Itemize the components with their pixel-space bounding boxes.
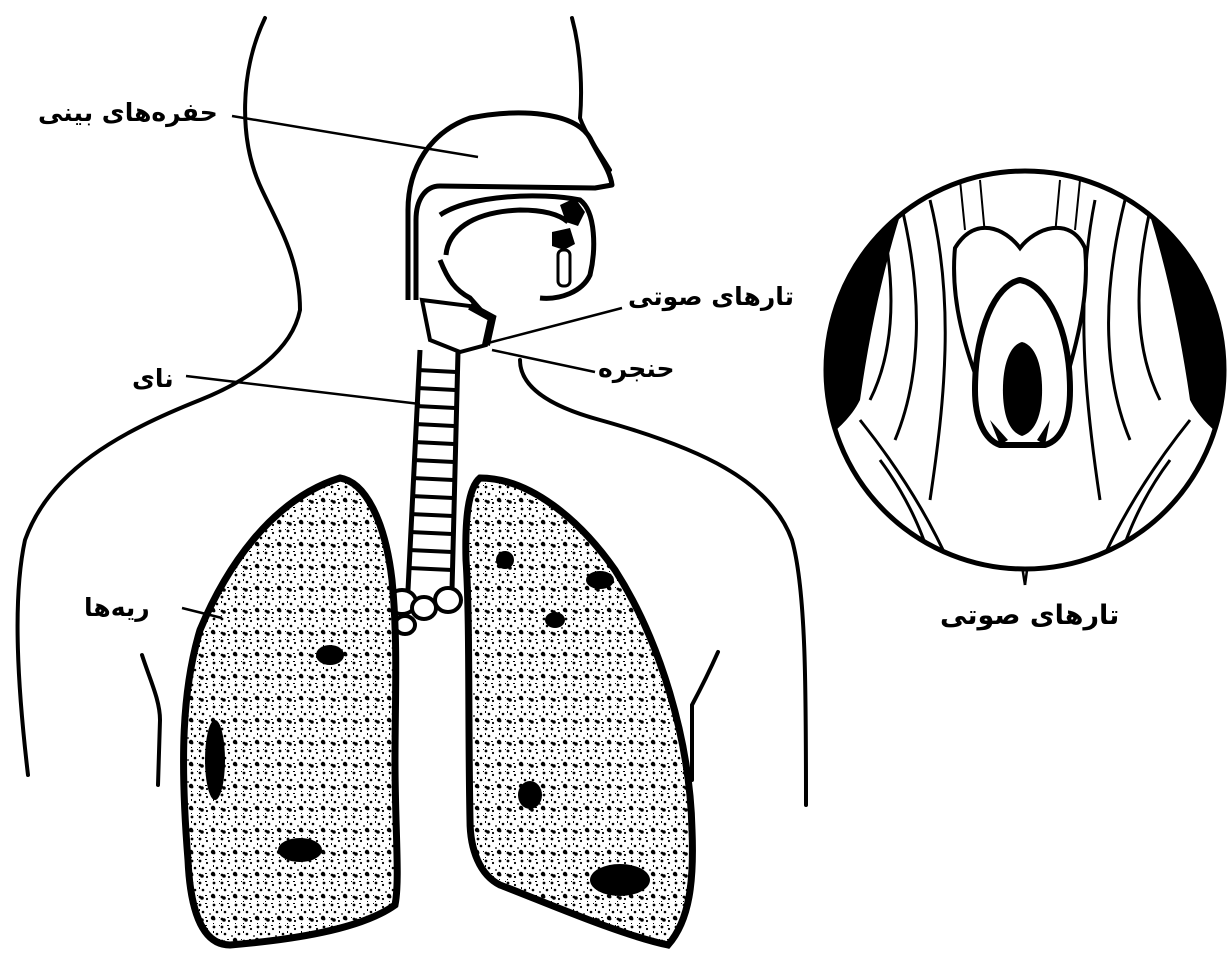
head-back-outline — [572, 18, 610, 170]
bronchi — [388, 588, 461, 634]
label-larynx: حنجره — [598, 356, 675, 381]
leader-vocal-cords-top — [488, 308, 622, 343]
tongue-outline — [446, 210, 568, 255]
right-lung — [466, 478, 693, 945]
teeth-and-lips — [552, 198, 585, 286]
body-outline — [18, 18, 806, 805]
vocal-cords-inset — [826, 171, 1224, 569]
label-lungs: ریه‌ها — [84, 595, 150, 620]
trachea — [388, 350, 461, 634]
label-trachea: نای — [132, 366, 174, 391]
left-lung — [184, 478, 398, 945]
glottis-opening — [1003, 342, 1042, 436]
right-arm-crease — [692, 652, 718, 780]
nasal-cavity-outline — [408, 113, 612, 300]
label-vocal-cords-top: تارهای صوتی — [628, 284, 794, 309]
left-arm-crease — [142, 655, 160, 785]
label-vocal-cords-inset: تارهای صوتی — [940, 602, 1119, 629]
leader-larynx — [492, 350, 595, 372]
label-nasal-cavity: حفره‌های بینی — [38, 100, 218, 125]
larynx — [422, 300, 492, 352]
